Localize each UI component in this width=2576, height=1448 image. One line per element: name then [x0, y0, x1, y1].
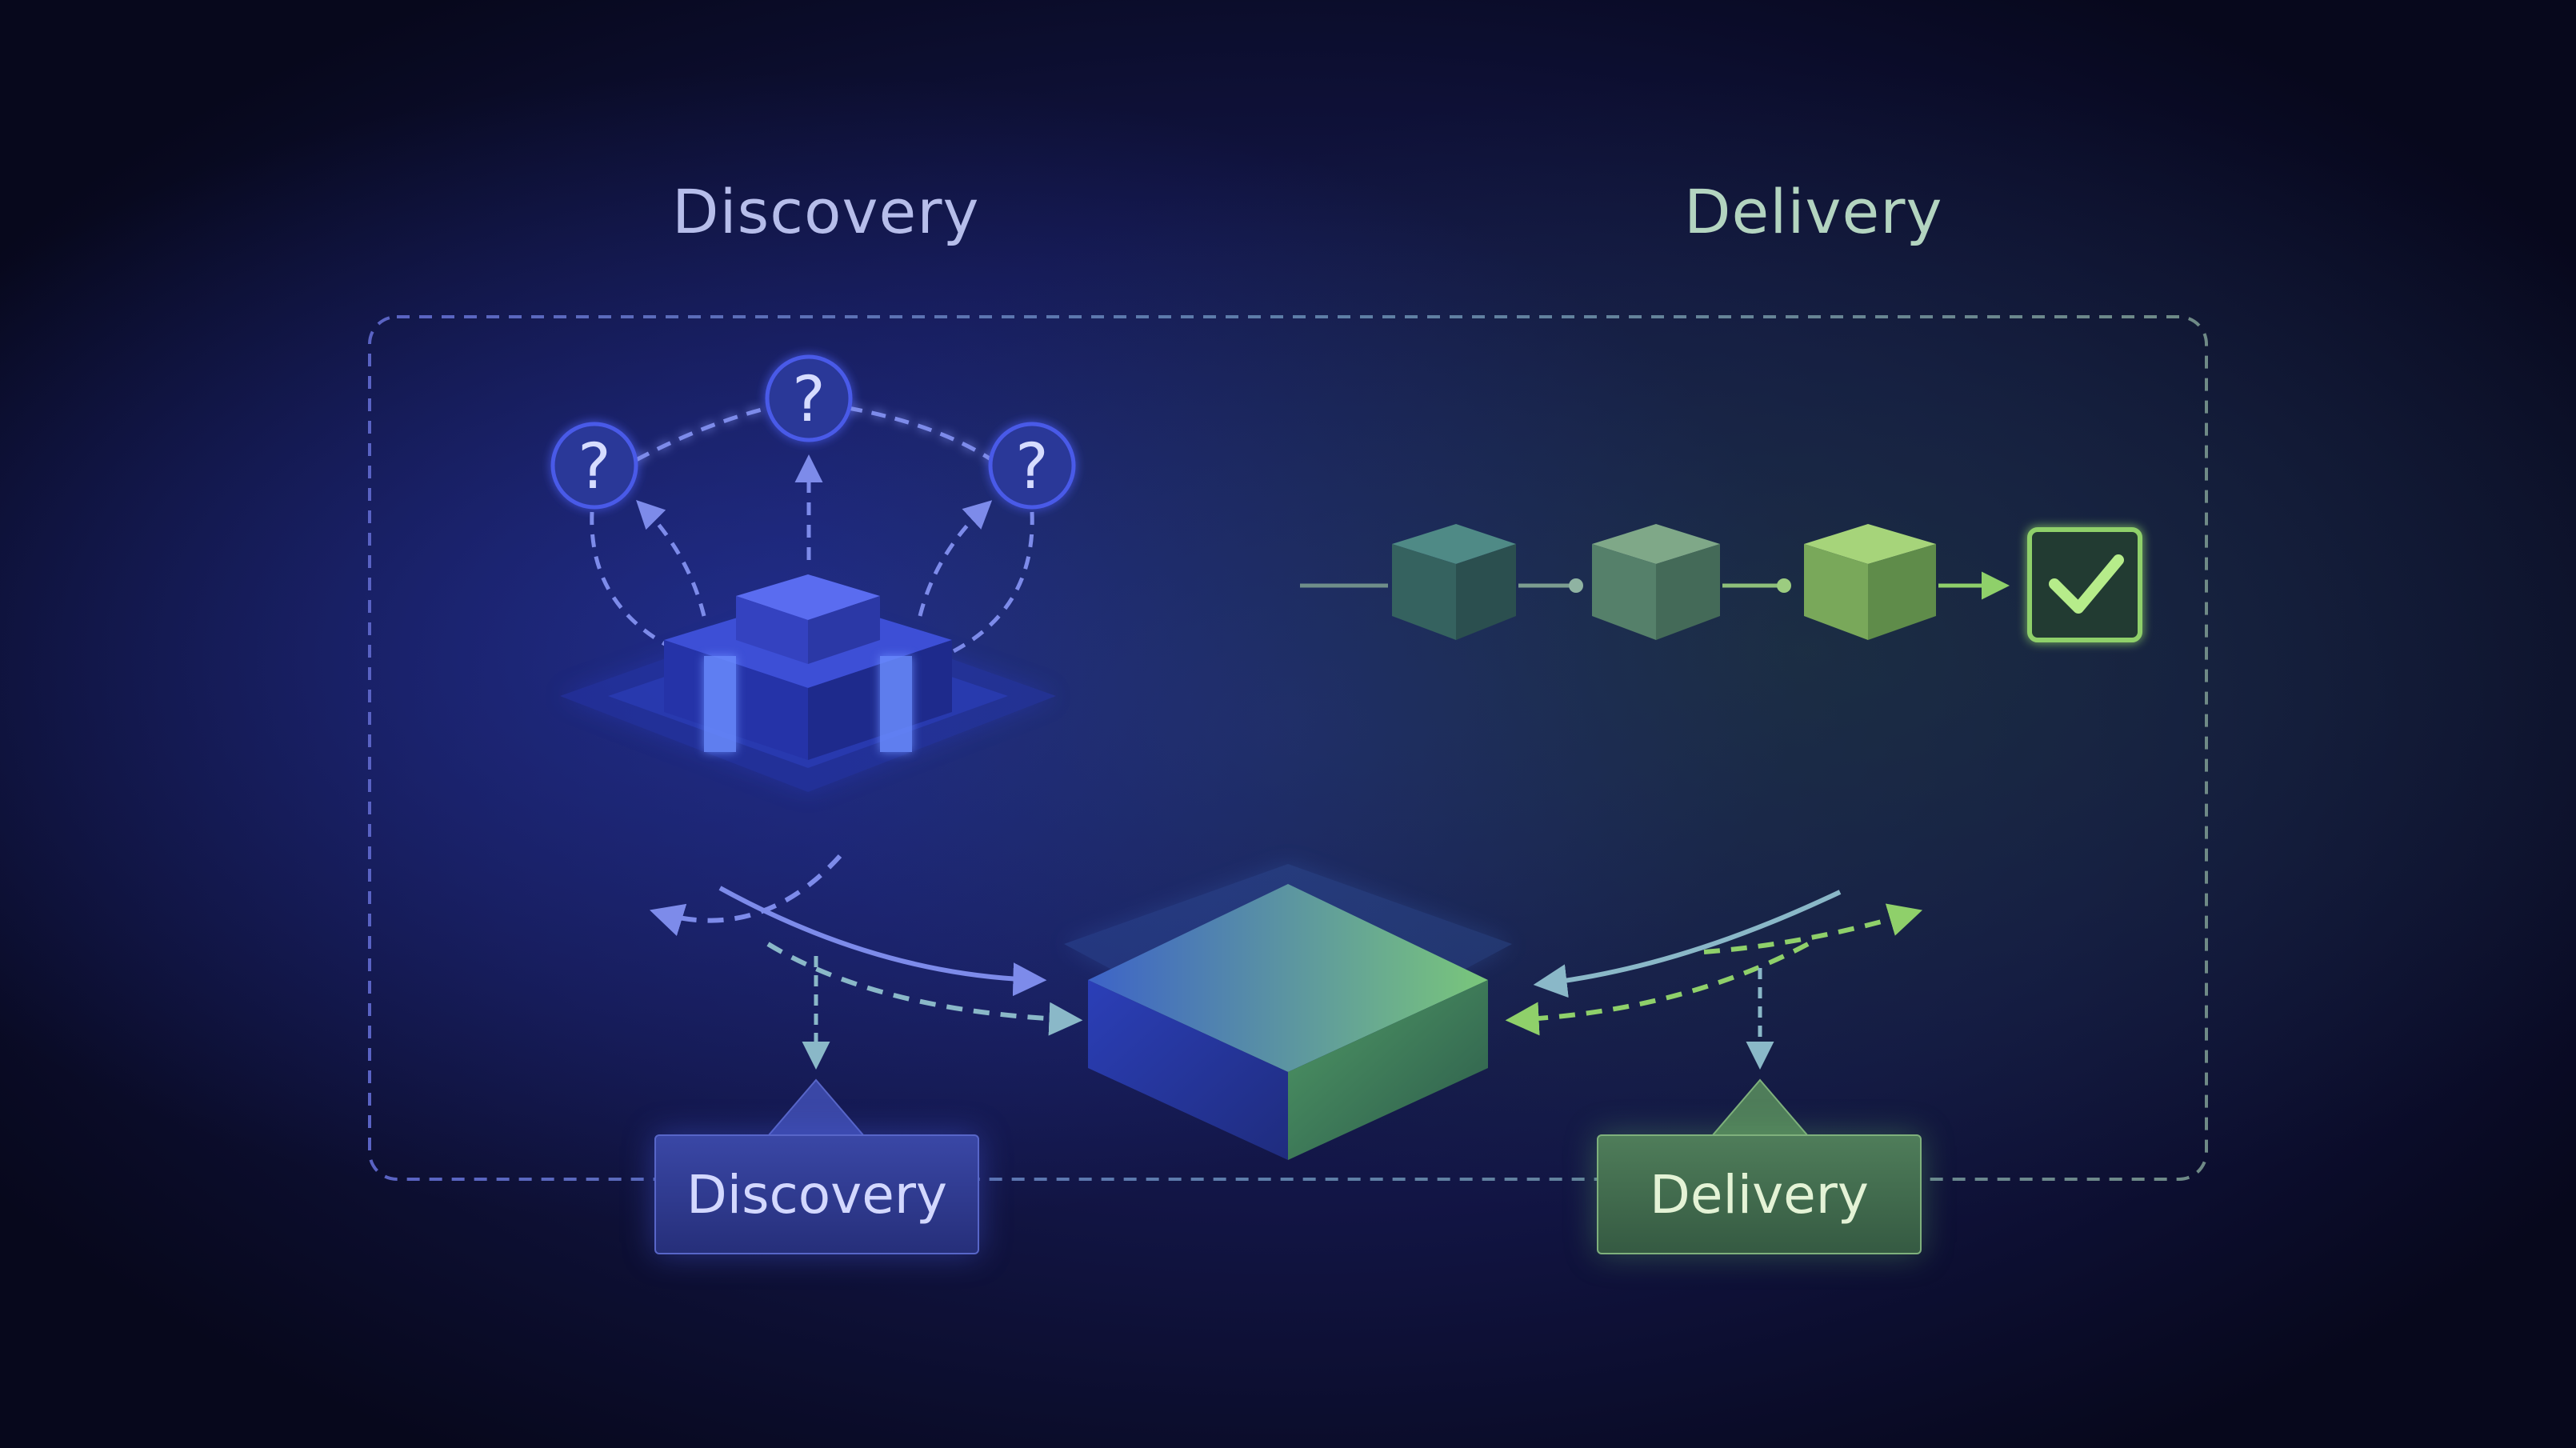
loop-arrow-left-mid: [718, 886, 1047, 997]
center-cube: [1064, 864, 1512, 1160]
center-cube-right: [1288, 980, 1488, 1160]
pipeline-node-1: [1569, 578, 1583, 593]
pipeline-cube-2: [1592, 524, 1720, 640]
pipeline-cube-1: [1392, 524, 1516, 640]
discovery-heading: Discovery: [672, 176, 980, 247]
discovery-up-arrows: [590, 454, 1034, 654]
dash-right-down: [950, 511, 1034, 654]
question-node-right: ?: [988, 422, 1076, 510]
check-icon: [2049, 554, 2124, 614]
discovery-tag: Discovery: [654, 1134, 979, 1254]
dash-left-down: [590, 511, 682, 654]
glow-pillar-left: [704, 656, 736, 752]
loop-arrow-left-bottom: [766, 942, 1083, 1036]
loop-arrow-left-top: [649, 854, 842, 936]
dashed-frame: [368, 315, 2208, 1181]
delivery-loop-arrows: [1505, 890, 1923, 1070]
question-mark-right: ?: [1015, 431, 1048, 503]
center-cube-left: [1088, 980, 1288, 1160]
discovery-loop-arrows: [649, 854, 1083, 1070]
check-box: [2027, 527, 2142, 642]
glow-pillar-right: [880, 656, 912, 752]
delivery-tag: Delivery: [1597, 1134, 1922, 1254]
center-cube-top: [1088, 884, 1488, 1072]
delivery-pipeline: [1300, 524, 2142, 642]
loop-arrow-right-bottom: [1505, 942, 1810, 1036]
pipeline-node-2: [1777, 578, 1791, 593]
question-mark-left: ?: [578, 431, 610, 503]
loop-arrow-right-mid: [1533, 890, 1842, 998]
arrow-up-right: [918, 500, 993, 617]
arrow-up-left: [636, 500, 706, 617]
connector-left-top: [634, 406, 769, 462]
discovery-block-cluster: [560, 574, 1056, 792]
question-mark-top: ?: [792, 364, 825, 436]
pipeline-cube-3: [1804, 524, 1936, 640]
question-node-left: ?: [550, 422, 638, 510]
connector-top-right: [847, 406, 994, 462]
question-nodes: ? ? ?: [550, 354, 1076, 510]
question-node-top: ?: [765, 354, 853, 442]
delivery-heading: Delivery: [1684, 176, 1943, 247]
